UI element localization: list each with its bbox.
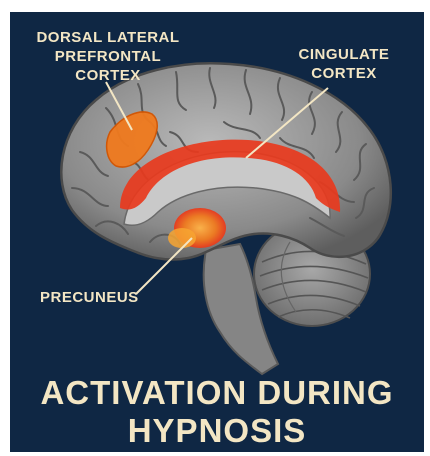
label-dlpfc: DORSAL LATERAL PREFRONTAL CORTEX [28, 28, 188, 85]
page-title: ACTIVATION DURING HYPNOSIS [10, 374, 424, 450]
label-cingulate: CINGULATE CORTEX [294, 45, 394, 83]
title-line-1: ACTIVATION DURING [10, 374, 424, 412]
infographic-panel: DORSAL LATERAL PREFRONTAL CORTEX CINGULA… [10, 12, 424, 452]
label-precuneus: PRECUNEUS [40, 288, 150, 307]
title-line-2: HYPNOSIS [10, 412, 424, 450]
